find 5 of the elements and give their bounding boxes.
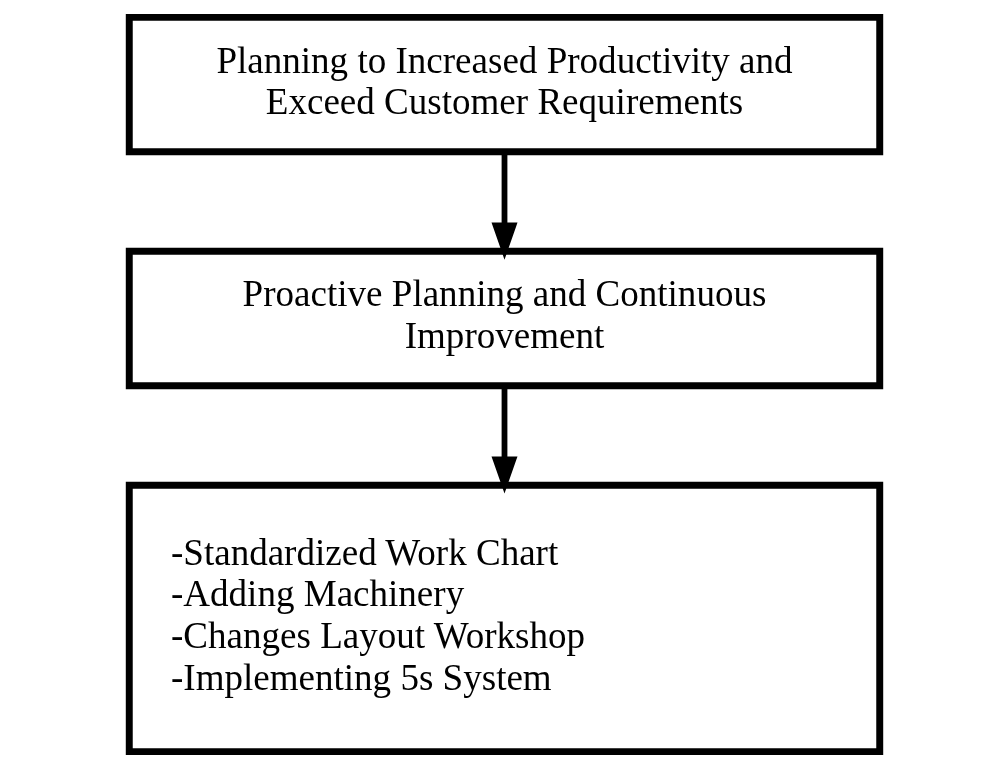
node-box: Proactive Planning and Continuous Improvement <box>125 247 883 390</box>
node-box: Planning to Increased Productivity and Exceed Customer Requirements <box>125 13 883 156</box>
node-box: -Standardized Work Chart -Adding Machinery -Changes Layout Workshop -Implementing 5s System <box>125 481 883 756</box>
arrow <box>491 151 517 260</box>
arrow <box>491 386 517 494</box>
